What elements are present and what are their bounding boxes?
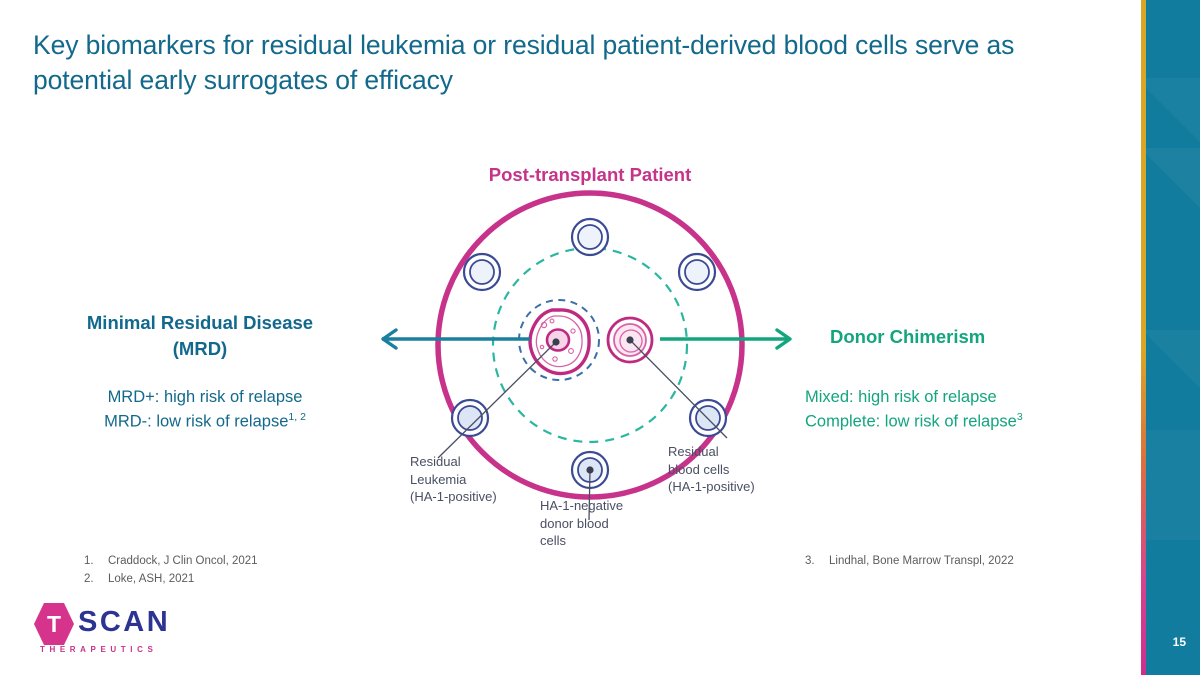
diagram-title: Post-transplant Patient — [488, 164, 692, 185]
hexagon-mark-icon: T — [34, 603, 74, 645]
panel-shape-c — [1146, 330, 1200, 390]
donor-body-line2-text: Complete: low risk of relapse — [805, 412, 1017, 431]
diagram-svg — [435, 190, 745, 521]
footnote-text: Loke, ASH, 2021 — [108, 572, 195, 585]
donor-chimerism-body: Mixed: high risk of relapse Complete: lo… — [805, 386, 1105, 434]
slide-number: 15 — [1172, 635, 1186, 649]
right-decorative-panel: 15 — [1146, 0, 1200, 675]
mrd-body-line1: MRD+: high risk of relapse — [107, 388, 303, 406]
mrd-body-line2-text: MRD-: low risk of relapse — [104, 412, 289, 431]
callout-residual-blood-cells-line1: Residual — [668, 444, 719, 459]
footnote-item: 1. Craddock, J Clin Oncol, 2021 — [84, 553, 404, 571]
logo-mark-letter: T — [46, 610, 62, 637]
tscan-therapeutics-logo: T SCAN THERAPEUTICS — [34, 601, 224, 654]
footnote-number: 3. — [805, 555, 815, 567]
leader-line-blood-cells — [629, 339, 728, 439]
panel-shape-b — [1146, 148, 1200, 212]
mrd-body-line2: MRD-: low risk of relapse1, 2 — [40, 410, 370, 434]
mrd-heading-line1: Minimal Residual Disease — [86, 312, 314, 333]
callout-residual-blood-cells-line2: blood cells — [668, 461, 730, 477]
leader-dot-leukemia — [552, 338, 560, 346]
mrd-heading: Minimal Residual Disease (MRD) — [40, 310, 360, 361]
footnotes-right: 3. Lindhal, Bone Marrow Transpl, 2022 — [805, 553, 1125, 571]
callout-residual-leukemia-line1: Residual — [410, 454, 461, 469]
footnote-text: Craddock, J Clin Oncol, 2021 — [108, 555, 258, 567]
donor-footnote-ref: 3 — [1016, 410, 1023, 423]
page-title: Key biomarkers for residual leukemia or … — [33, 30, 1015, 95]
leader-line-donor-cells — [588, 469, 591, 521]
mrd-heading-line2: (MRD) — [172, 337, 228, 359]
callout-residual-leukemia-line2: Leukemia — [410, 471, 467, 487]
accent-stripe — [1141, 0, 1146, 675]
donor-chimerism-heading: Donor Chimerism — [830, 326, 986, 347]
leader-line-leukemia — [437, 341, 557, 459]
post-transplant-patient-diagram: Post-transplant Patient — [330, 150, 850, 550]
logo-tagline: THERAPEUTICS — [40, 645, 158, 654]
mrd-footnote-ref: 1, 2 — [288, 410, 306, 423]
callout-residual-blood-cells: Residual blood cells (HA-1-positive) — [668, 443, 798, 496]
footnote-number: 1. — [84, 555, 94, 567]
donor-blood-cell-upper-left — [462, 252, 502, 292]
donor-blood-cell-lower-left — [450, 398, 490, 438]
donor-blood-cell-upper-right — [677, 252, 717, 292]
callout-donor-blood-cells-line1: HA-1-negative — [540, 498, 624, 513]
donor-blood-cell-top — [570, 217, 610, 257]
leader-dot-blood-cells — [626, 336, 634, 344]
callout-residual-blood-cells-line3: (HA-1-positive) — [668, 479, 755, 495]
callout-donor-blood-cells-line3: cells — [540, 533, 567, 549]
footnote-item: 2. Loke, ASH, 2021 — [84, 571, 404, 589]
callout-residual-leukemia: Residual Leukemia (HA-1-positive) — [410, 453, 540, 506]
callout-residual-leukemia-line3: (HA-1-positive) — [410, 489, 497, 505]
callout-donor-blood-cells-line2: donor blood — [540, 515, 609, 531]
leader-dot-donor-cells — [586, 466, 594, 474]
mrd-body: MRD+: high risk of relapse MRD-: low ris… — [40, 386, 370, 434]
donor-body-line2: Complete: low risk of relapse3 — [805, 410, 1105, 434]
callout-donor-blood-cells: HA-1-negative donor blood cells — [540, 497, 660, 550]
logo-wordmark: SCAN — [78, 606, 171, 638]
donor-body-line1: Mixed: high risk of relapse — [805, 388, 997, 406]
panel-shape-a — [1146, 78, 1200, 148]
residual-leukemia-cell — [528, 308, 591, 376]
footnotes-left: 1. Craddock, J Clin Oncol, 2021 2. Loke,… — [84, 553, 404, 589]
footnote-text: Lindhal, Bone Marrow Transpl, 2022 — [829, 555, 1014, 567]
panel-shape-d — [1146, 430, 1200, 540]
footnote-item: 3. Lindhal, Bone Marrow Transpl, 2022 — [805, 553, 1125, 571]
footnote-number: 2. — [84, 572, 94, 585]
